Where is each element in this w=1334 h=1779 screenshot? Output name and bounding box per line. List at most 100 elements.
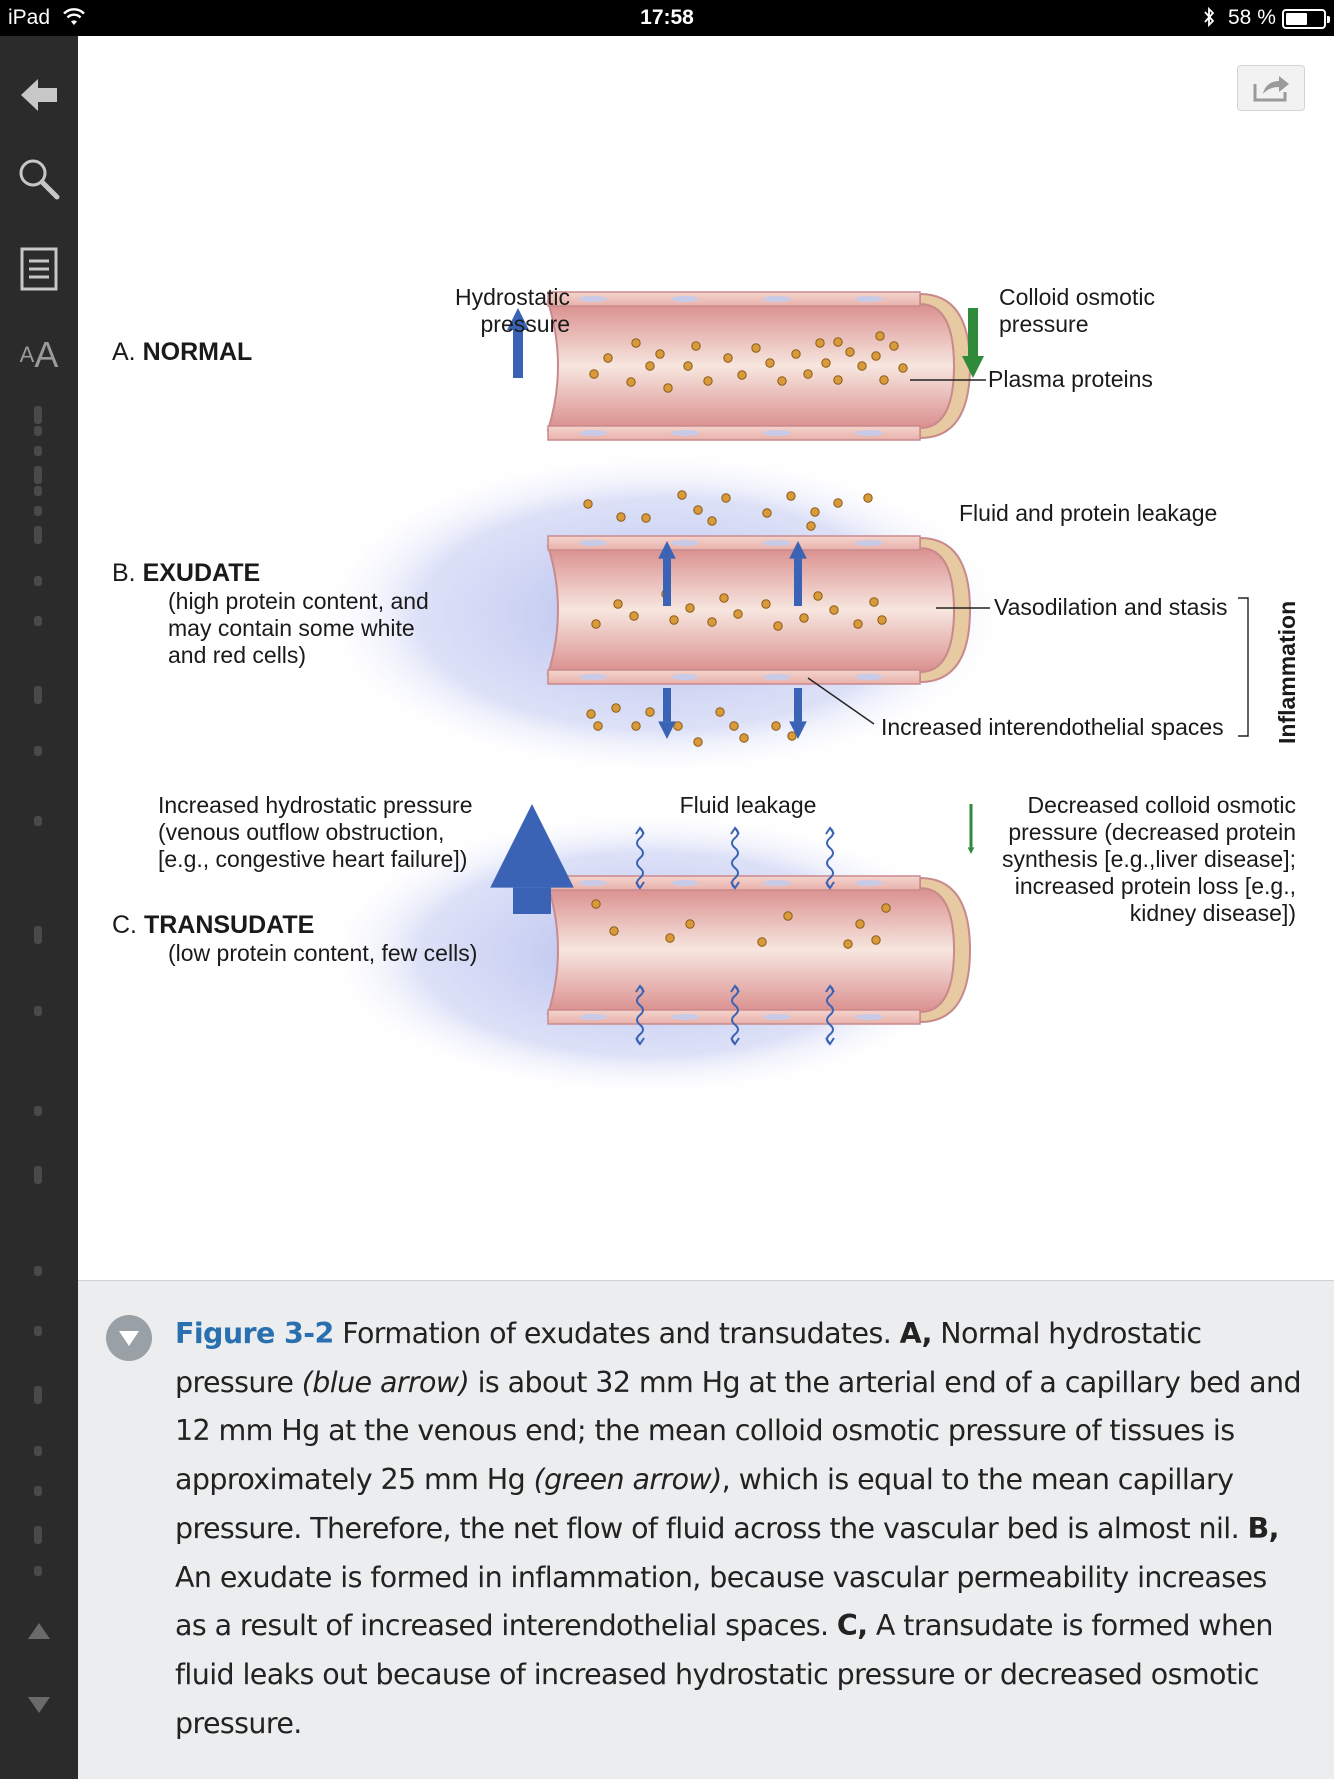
- caption-collapse-button[interactable]: [106, 1315, 152, 1361]
- plasma-protein: [737, 370, 747, 380]
- leaked-protein: [762, 508, 772, 518]
- panel-c-title: TRANSUDATE: [143, 911, 315, 939]
- leaked-protein: [707, 516, 717, 526]
- scrubber-tick: [34, 1266, 42, 1276]
- book-page: Hydrostatic pressure A. NORMAL Colloid o…: [78, 36, 1334, 1280]
- exudate-desc-3: and red cells): [168, 642, 307, 668]
- page-down-button[interactable]: [0, 1670, 78, 1740]
- plasma-protein: [821, 358, 831, 368]
- wavy-head: [825, 984, 835, 993]
- endothelial-nucleus: [579, 296, 607, 302]
- inflammation-label: Inflammation: [1274, 600, 1300, 744]
- colloid-c-line-4: increased protein loss [e.g.,: [1014, 873, 1296, 899]
- plasma-protein: [879, 375, 889, 385]
- wavy-line: [731, 985, 739, 1045]
- search-button[interactable]: [0, 144, 78, 214]
- scrubber-tick: [34, 1386, 42, 1404]
- caption-c-label: C,: [836, 1609, 868, 1643]
- panel-a-title: NORMAL: [142, 338, 253, 366]
- plasma-protein: [591, 899, 601, 909]
- pressure-arrows: [490, 308, 984, 1046]
- table-of-contents-icon: [20, 247, 58, 291]
- scrubber-tick: [34, 926, 42, 944]
- fluid-leak-arrow-bottom: [730, 984, 740, 1046]
- plasma-protein: [707, 617, 717, 627]
- leaked-protein: [641, 513, 651, 523]
- plasma-protein: [665, 933, 675, 943]
- plasma-protein: [845, 347, 855, 357]
- wavy-line: [636, 827, 644, 889]
- endothelial-nucleus: [579, 880, 607, 886]
- caption-text-4: , which is equal to the mean capillary p…: [175, 1463, 1248, 1545]
- fluid-leakage-label: Fluid leakage: [679, 792, 817, 818]
- battery-percentage: 58 %: [1228, 6, 1276, 29]
- leaked-protein: [833, 498, 843, 508]
- back-button[interactable]: [0, 60, 78, 130]
- hydro-c-line-2: (venous outflow obstruction,: [158, 819, 445, 845]
- table-of-contents-button[interactable]: [0, 234, 78, 304]
- plasma-protein: [813, 591, 823, 601]
- wavy-head: [730, 881, 740, 890]
- leaked-protein: [673, 721, 683, 731]
- share-button[interactable]: [1237, 65, 1305, 111]
- caption-b-label: B,: [1247, 1511, 1280, 1545]
- leaked-protein: [715, 707, 725, 717]
- status-bar: iPad 17:58 58 %: [0, 0, 1334, 36]
- carrier-label: iPad: [8, 6, 51, 29]
- arrow-head: [490, 804, 574, 888]
- wavy-head: [635, 984, 645, 993]
- endothelial-nucleus: [671, 296, 699, 302]
- battery-icon: [1282, 9, 1330, 29]
- scrubber-tick: [34, 426, 42, 436]
- colloid-c-line-3: synthesis [e.g.,liver disease];: [1001, 846, 1296, 872]
- exudate-desc-1: (high protein content, and: [168, 588, 429, 614]
- wavy-head: [635, 881, 645, 890]
- page-up-button[interactable]: [0, 1596, 78, 1666]
- plasma-protein: [663, 383, 673, 393]
- leaked-protein: [677, 490, 687, 500]
- fluid-protein-leakage-label: Fluid and protein leakage: [959, 500, 1218, 526]
- arrow-head: [962, 356, 984, 378]
- hydro-c-line-1: Increased hydrostatic pressure: [158, 792, 473, 818]
- page-scrubber[interactable]: [34, 406, 42, 1586]
- interendothelial-leader: [807, 677, 875, 725]
- hydrostatic-line-2: pressure: [480, 311, 570, 337]
- plasma-protein: [757, 937, 767, 947]
- endothelial-nucleus: [855, 430, 883, 436]
- plasma-protein: [855, 919, 865, 929]
- scrubber-tick: [34, 1106, 42, 1116]
- plasma-protein: [843, 939, 853, 949]
- clock: 17:58: [640, 6, 694, 29]
- arrow-shaft: [663, 558, 671, 606]
- figure-caption-panel: Figure 3-2 Formation of exudates and tra…: [78, 1280, 1334, 1779]
- endothelial-nucleus: [855, 1014, 883, 1020]
- arrow-shaft: [794, 688, 802, 722]
- leakage-arrow-up-1: [658, 541, 676, 606]
- wavy-head: [825, 826, 835, 835]
- plasma-protein: [629, 611, 639, 621]
- hydrostatic-arrow: [507, 308, 529, 378]
- plasma-protein: [889, 341, 899, 351]
- back-arrow-icon: [21, 79, 57, 111]
- figure-reference-link[interactable]: Figure 3-2: [175, 1317, 334, 1350]
- scrubber-tick: [34, 686, 42, 704]
- scrubber-tick: [34, 486, 42, 496]
- plasma-protein: [761, 599, 771, 609]
- scrubber-tick: [34, 816, 42, 826]
- leaked-protein: [729, 721, 739, 731]
- figure-3-2: Hydrostatic pressure A. NORMAL Colloid o…: [78, 36, 1334, 1280]
- vessel-bottom-wall: [547, 425, 921, 441]
- chevron-down-icon: [119, 1331, 139, 1346]
- interendothelial-spaces-label: Increased interendothelial spaces: [881, 714, 1224, 740]
- page-up-icon: [28, 1623, 50, 1639]
- scrubber-tick: [34, 1486, 42, 1496]
- arrow-head: [507, 308, 529, 330]
- fluid-leak-arrow-bottom: [635, 984, 645, 1046]
- arrow-head: [789, 541, 807, 559]
- leakage-arrow-down-2: [789, 688, 807, 739]
- plasma-protein: [669, 615, 679, 625]
- plasma-protein: [871, 351, 881, 361]
- vessel-top-wall: [547, 291, 921, 307]
- endothelial-nucleus: [855, 296, 883, 302]
